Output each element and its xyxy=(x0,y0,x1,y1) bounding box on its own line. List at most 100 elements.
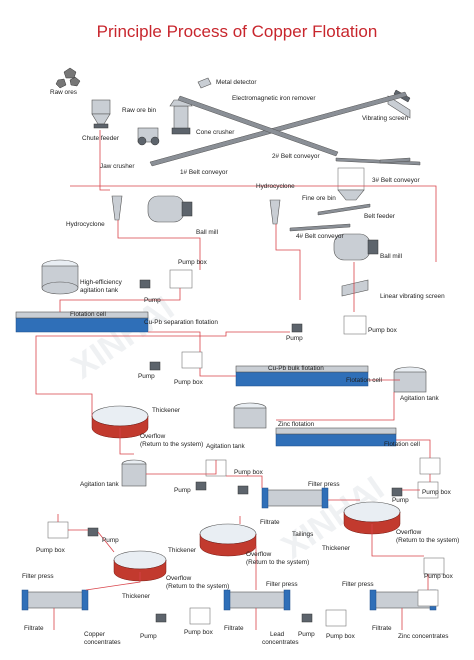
label-filter-press-2: Filter press xyxy=(22,573,54,580)
raw-ore-bin-icon xyxy=(91,99,111,129)
label-pump-box-1: Pump box xyxy=(178,259,208,266)
hydrocyclone-icon xyxy=(269,199,281,225)
flotation-cell-icon xyxy=(15,311,149,333)
belt-conveyor xyxy=(289,223,351,232)
fine-ore-bin-icon xyxy=(337,167,365,201)
label-thickener-4: Thickener xyxy=(122,593,151,600)
label-thickener-3: Thickener xyxy=(168,547,197,554)
label-metal-detector: Metal detector xyxy=(216,79,257,86)
filter-press-icon xyxy=(21,589,89,611)
label-pump-box-4: Pump box xyxy=(234,469,264,476)
flow-lines xyxy=(35,130,437,630)
label-filter-press-3: Filter press xyxy=(342,581,374,588)
label-filtrate-4: Filtrate xyxy=(372,625,392,632)
label-fine-ore-bin: Fine ore bin xyxy=(302,195,336,202)
flotation-cell-icon xyxy=(235,365,369,387)
label-pump-box-5: Pump box xyxy=(422,489,452,496)
label-agitation-tank-3: Agitation tank xyxy=(80,481,120,488)
label-belt1: 1# Belt conveyor xyxy=(180,169,228,176)
label-filter-press-4: Filter press xyxy=(266,581,298,588)
label-overflow-2b: (Return to the system) xyxy=(396,537,459,544)
label-pump-8: Pump xyxy=(298,631,315,638)
flotation-cell-icon xyxy=(275,427,397,447)
label-flotation-cell-1: Flotation cell xyxy=(70,311,106,318)
pump-icon xyxy=(301,613,313,623)
label-agitation-tank-2: Agitation tank xyxy=(206,443,246,450)
label-overflow-1b: (Return to the system) xyxy=(140,441,203,448)
label-hydrocyclone-right: Hydrocyclone xyxy=(256,183,295,190)
pump-icon xyxy=(195,481,207,491)
filter-press-icon xyxy=(261,487,329,509)
label-belt2: 2# Belt conveyor xyxy=(272,153,320,160)
label-raw-ores: Raw ores xyxy=(50,89,77,96)
thickener-icon xyxy=(113,550,167,582)
label-ball-mill-right: Ball mill xyxy=(380,253,402,260)
label-zinc-flotation: Zinc flotation xyxy=(278,421,315,428)
label-pump-3: Pump xyxy=(138,373,155,380)
cone-crusher-icon xyxy=(169,99,193,135)
label-pump-5: Pump xyxy=(392,497,409,504)
label-pump-box-3: Pump box xyxy=(174,379,204,386)
label-copper-conc-2: concentrates xyxy=(84,639,121,646)
svg-text:XINHAI: XINHAI xyxy=(65,289,181,386)
pump-icon xyxy=(149,361,161,371)
ball-mill-icon xyxy=(333,233,379,261)
label-flotation-cell-3: Flotation cell xyxy=(384,441,420,448)
label-copper-conc-1: Copper xyxy=(84,631,106,638)
belt-conveyor xyxy=(149,91,408,167)
label-pump-4: Pump xyxy=(174,487,191,494)
filter-press-icon xyxy=(223,589,291,611)
label-overflow-4a: Overflow xyxy=(166,575,192,582)
agitation-tank-icon xyxy=(233,402,267,429)
pump-box-icon xyxy=(189,607,211,625)
raw-ores-icon xyxy=(55,67,81,89)
pump-icon xyxy=(87,527,99,537)
label-pump-6: Pump xyxy=(102,537,119,544)
pump-icon xyxy=(139,279,151,289)
label-linear-vibrating-screen: Linear vibrating screen xyxy=(380,293,445,300)
pump-icon xyxy=(237,485,249,495)
label-overflow-4b: (Return to the system) xyxy=(166,583,229,590)
diagram-title: Principle Process of Copper Flotation xyxy=(96,22,378,41)
label-pump-box-8: Pump box xyxy=(184,629,214,636)
agitation-tank-icon xyxy=(121,459,147,487)
watermark: XINHAI xyxy=(65,289,181,386)
label-raw-ore-bin: Raw ore bin xyxy=(122,107,157,114)
label-cu-pb-bulk: Cu-Pb bulk flotation xyxy=(268,365,324,372)
label-belt3: 3# Belt conveyor xyxy=(372,177,420,184)
agitation-tank-icon xyxy=(393,366,427,393)
label-pump-7: Pump xyxy=(140,633,157,640)
label-cu-pb-separation: Cu-Pb separation flotation xyxy=(144,319,218,326)
label-pump-1: Pump xyxy=(144,297,161,304)
label-agitation-tank-1: Agitation tank xyxy=(400,395,440,402)
linear-vibrating-screen-icon xyxy=(341,279,369,297)
belt-conveyor xyxy=(379,157,411,164)
label-zinc-conc: Zinc concentrates xyxy=(398,633,448,640)
label-chute-feeder: Chute feeder xyxy=(82,135,120,142)
thickener-icon xyxy=(343,501,401,535)
label-agitation-tank-he-2: agitation tank xyxy=(80,287,119,294)
label-lead-conc-1: Lead xyxy=(270,631,285,638)
label-pump-2: Pump xyxy=(286,335,303,342)
label-filter-press-1: Filter press xyxy=(308,481,340,488)
label-thickener-2: Thickener xyxy=(322,545,351,552)
label-vibrating-screen: Vibrating screen xyxy=(362,115,409,122)
label-filtrate-3: Filtrate xyxy=(224,625,244,632)
pump-box-icon xyxy=(181,351,203,369)
pump-icon xyxy=(291,323,303,333)
label-jaw-crusher: Jaw crusher xyxy=(100,163,135,170)
label-tailings: Tailings xyxy=(292,531,313,538)
label-thickener-1: Thickener xyxy=(152,407,181,414)
label-overflow-2a: Overflow xyxy=(396,529,422,536)
pump-box-icon xyxy=(169,269,193,289)
thickener-icon xyxy=(91,405,149,439)
label-hydrocyclone-left: Hydrocyclone xyxy=(66,221,105,228)
hydrocyclone-icon xyxy=(111,195,123,221)
label-lead-conc-2: concentrates xyxy=(262,639,299,646)
label-pump-box-2: Pump box xyxy=(368,327,398,334)
pump-box-icon xyxy=(47,521,69,539)
belt-conveyor xyxy=(177,95,339,157)
agitation-tank-icon xyxy=(41,259,79,295)
label-em-iron-remover: Electromagnetic iron remover xyxy=(232,95,316,102)
